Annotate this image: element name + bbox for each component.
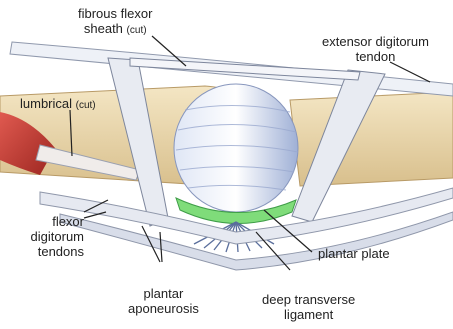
label-plantar-aponeurosis: plantar aponeurosis — [128, 286, 199, 316]
label-deep-transverse-ligament: deep transverse ligament — [262, 292, 355, 322]
label-extensor-tendon-line2: tendon — [322, 49, 429, 64]
label-deep-transverse-ligament-line1: deep transverse — [262, 292, 355, 307]
label-fibrous-flexor-sheath-line2: sheath — [84, 21, 123, 36]
label-flexor-tendons-line1: flexor — [20, 214, 84, 229]
label-plantar-aponeurosis-line1: plantar — [128, 286, 199, 301]
label-deep-transverse-ligament-line2: ligament — [262, 307, 355, 322]
label-plantar-plate: plantar plate — [318, 246, 390, 261]
label-flexor-tendons-line2: digitorum — [20, 229, 84, 244]
label-flexor-tendons-line3: tendons — [20, 244, 84, 259]
label-plantar-aponeurosis-line2: aponeurosis — [128, 301, 199, 316]
label-lumbrical: lumbrical (cut) — [20, 96, 96, 113]
label-extensor-tendon: extensor digitorum tendon — [322, 34, 429, 64]
label-extensor-tendon-line1: extensor digitorum — [322, 34, 429, 49]
label-flexor-tendons: flexor digitorum tendons — [20, 214, 84, 259]
label-fibrous-flexor-sheath-note: (cut) — [127, 25, 147, 36]
label-fibrous-flexor-sheath: fibrous flexor sheath (cut) — [78, 6, 152, 38]
label-lumbrical-note: (cut) — [76, 100, 96, 111]
label-fibrous-flexor-sheath-line1: fibrous flexor — [78, 6, 152, 21]
label-lumbrical-text: lumbrical — [20, 96, 72, 111]
label-plantar-plate-text: plantar plate — [318, 246, 390, 261]
